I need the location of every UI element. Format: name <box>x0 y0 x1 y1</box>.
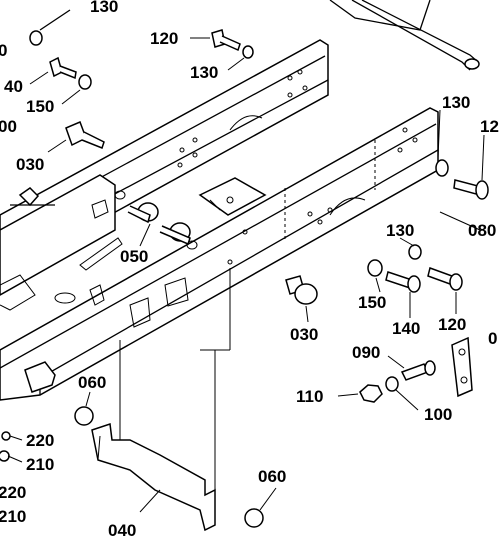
label-130-upper: 130 <box>190 63 218 82</box>
label-060-right: 060 <box>258 467 286 486</box>
fastener-parts <box>0 9 489 528</box>
label-150-lower: 150 <box>358 293 386 312</box>
label-040-bolt: 40 <box>4 77 23 96</box>
label-140: 140 <box>392 319 420 338</box>
label-090: 090 <box>352 343 380 362</box>
cross-member <box>0 174 189 393</box>
label-0-left: 0 <box>0 41 7 60</box>
label-12-right: 12 <box>480 117 499 136</box>
support-bracket-040 <box>91 268 231 532</box>
label-110: 110 <box>296 387 323 406</box>
label-130-top: 130 <box>90 0 118 16</box>
rear-frame-rod <box>329 0 480 71</box>
label-00-left: 00 <box>0 117 17 136</box>
label-210-lower: 210 <box>0 507 26 526</box>
label-210-upper: 210 <box>26 455 54 474</box>
label-030-lower: 030 <box>290 325 318 344</box>
leader-lines <box>7 37 485 513</box>
label-220-lower: 220 <box>0 483 26 502</box>
label-050: 050 <box>120 247 148 266</box>
label-120-top: 120 <box>150 29 178 48</box>
label-130-lower: 130 <box>386 221 414 240</box>
label-060-left: 060 <box>78 373 106 392</box>
label-220-upper: 220 <box>26 431 54 450</box>
label-080: 080 <box>468 221 496 240</box>
label-030-upper: 030 <box>16 155 44 174</box>
label-040-bracket: 040 <box>108 521 136 540</box>
label-130-right: 130 <box>442 93 470 112</box>
label-120-lower: 120 <box>438 315 466 334</box>
label-100: 100 <box>424 405 452 424</box>
label-150-upper: 150 <box>26 97 54 116</box>
label-0-right: 0 <box>488 329 497 348</box>
mid-bracket <box>10 177 267 216</box>
